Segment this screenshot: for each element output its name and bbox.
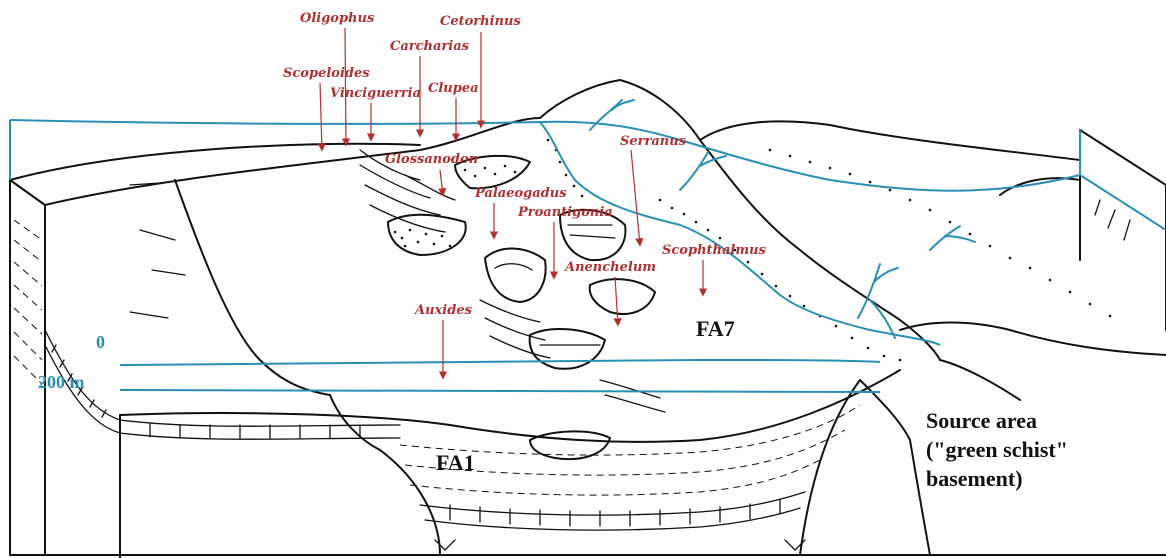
depth-top-label: 0 [96, 332, 105, 352]
arrow-glossanodon [440, 170, 443, 195]
source-area-line1: Source area [926, 408, 1037, 433]
source-area-line3: basement) [926, 466, 1023, 491]
label-cetorhinus: Cetorhinus [440, 14, 521, 29]
label-scopeloides: Scopeloides [283, 66, 370, 81]
arrow-serranus [631, 150, 640, 245]
source-area-caption: Source area ("green schist" basement) [926, 408, 1068, 491]
label-serranus: Serranus [620, 134, 687, 149]
label-scophthalmus: Scophthalmus [662, 243, 767, 258]
sea [10, 120, 1166, 392]
left-strata [14, 220, 400, 439]
label-anenchelum: Anenchelum [563, 260, 656, 275]
label-auxides: Auxides [413, 303, 473, 318]
label-oligophus: Oligophus [300, 11, 375, 26]
arrow-anenchelum [615, 277, 618, 325]
genus-arrows [320, 28, 703, 378]
label-glossanodon: Glossanodon [385, 152, 478, 167]
basin [120, 370, 900, 555]
label-carcharias: Carcharias [390, 39, 470, 54]
depth-bottom-label: 200 m [38, 372, 85, 392]
arrow-oligophus [345, 28, 346, 145]
hills [540, 80, 1166, 555]
label-vinciguerria: Vinciguerria [330, 86, 421, 101]
label-clupea: Clupea [428, 81, 479, 96]
facies-fa7-label: FA7 [696, 316, 735, 341]
label-proantigonia: Proantigonia [517, 205, 613, 220]
source-area-line2: ("green schist" [926, 437, 1068, 462]
arrow-scopeloides [320, 83, 322, 150]
genus-labels: Oligophus Cetorhinus Carcharias Scopeloi… [283, 11, 767, 318]
label-palaeogadus: Palaeogadus [474, 186, 567, 201]
facies-fa1-label: FA1 [436, 450, 475, 475]
block-outline [10, 118, 1166, 558]
